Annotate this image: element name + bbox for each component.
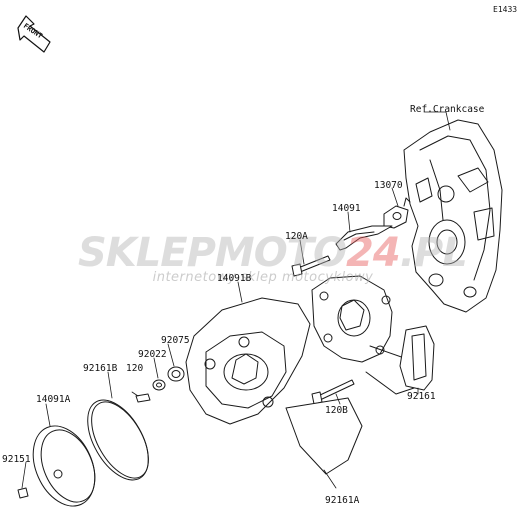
label-120: 120 (126, 363, 144, 374)
crankcase-part (403, 119, 503, 313)
label-13070: 13070 (374, 180, 403, 191)
label-92161: 92161 (407, 391, 436, 402)
label-120A: 120A (285, 231, 308, 242)
part-92161A-rubber (285, 397, 363, 475)
label-92022: 92022 (138, 349, 167, 360)
label-92161B: 92161B (83, 363, 118, 374)
sprocket-cover-plate (311, 275, 415, 395)
bolt-120B (311, 379, 355, 405)
screw-92151 (17, 487, 29, 499)
label-14091: 14091 (332, 203, 361, 214)
diagram-code: E1433 (493, 5, 518, 14)
bolt-120 (135, 393, 151, 403)
label-92151: 92151 (2, 454, 31, 465)
part-14091B-cover (185, 297, 311, 425)
leader-lines (21, 111, 451, 489)
bolt-120A (291, 255, 331, 277)
part-92161B-ring (87, 399, 149, 481)
part-92161-pad (399, 325, 435, 391)
label-92075: 92075 (161, 335, 190, 346)
part-14091A-cover (32, 425, 96, 507)
label-120B: 120B (325, 405, 348, 416)
part-14091-clip (335, 225, 393, 251)
front-arrow-icon (17, 15, 51, 53)
part-92075-grommet (167, 366, 185, 382)
label-92161A: 92161A (325, 495, 360, 506)
part-92022-collar (152, 379, 166, 391)
ref-crankcase-label: Ref.Crankcase (410, 104, 485, 115)
label-14091B: 14091B (217, 273, 252, 284)
label-14091A: 14091A (36, 394, 71, 405)
